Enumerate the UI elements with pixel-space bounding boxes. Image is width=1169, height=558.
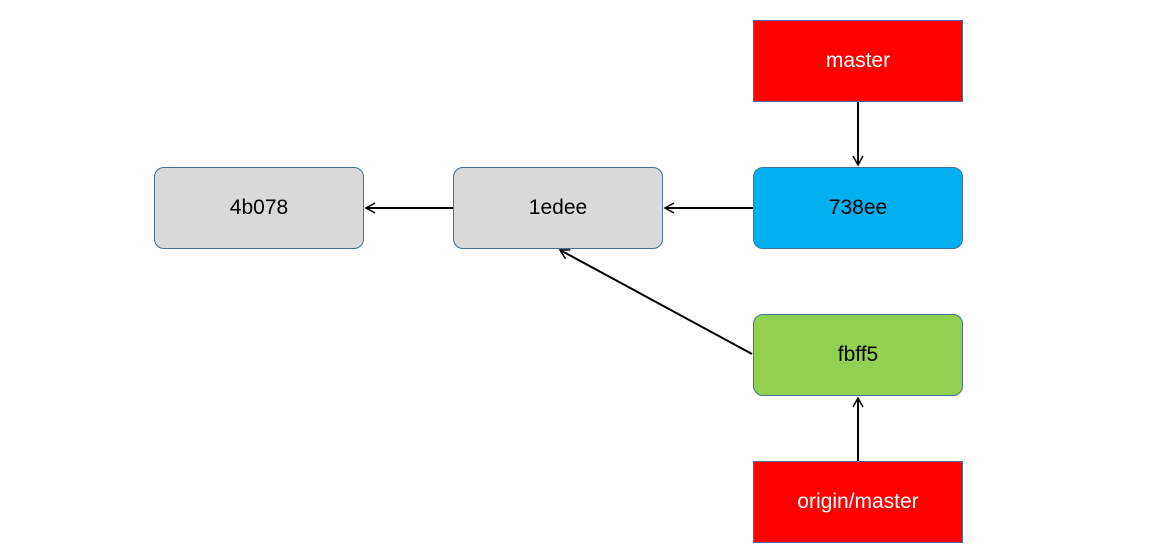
commit-node-1edee: 1edee [453,167,663,249]
commit-node-738ee: 738ee [753,167,963,249]
edge-fbff5-to-1edee [558,249,753,355]
branch-ref-master: master [753,20,963,102]
commit-node-fbff5: fbff5 [753,314,963,396]
commit-node-4b078: 4b078 [154,167,364,249]
branch-ref-origin-master: origin/master [753,461,963,543]
